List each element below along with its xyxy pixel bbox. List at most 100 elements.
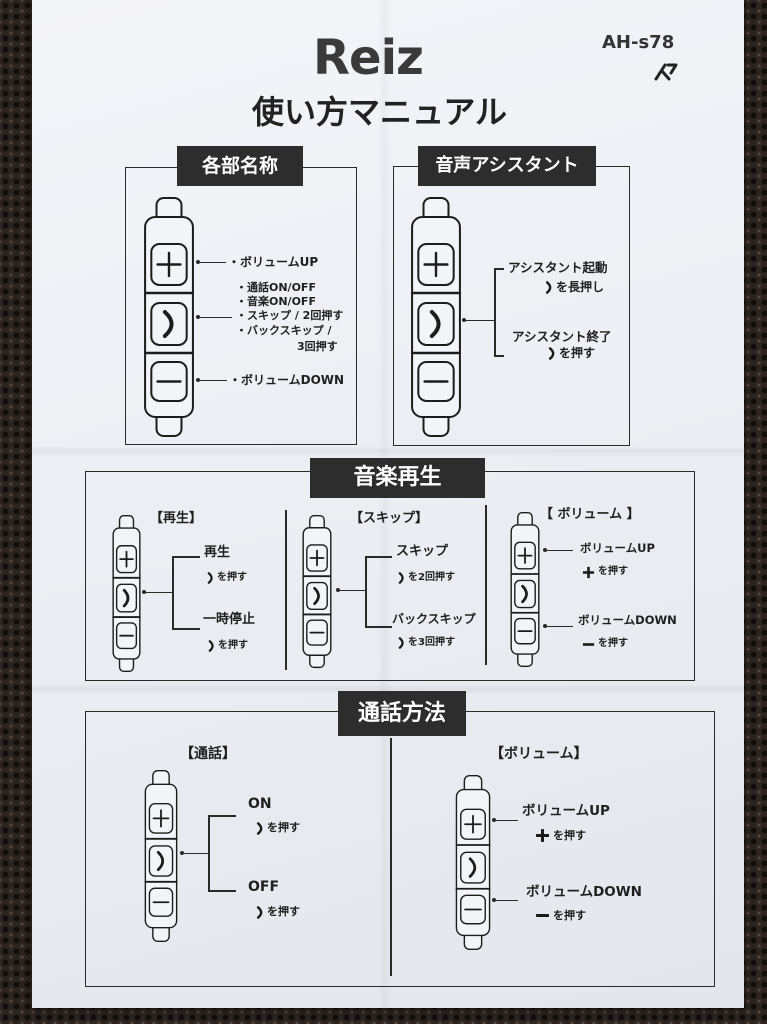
plus-icon [582,566,595,579]
assistant-start-instruction: を長押し [545,280,604,294]
bracket-line [208,815,236,817]
instruction-text: を押す [553,828,586,842]
plus-icon [465,816,481,833]
label-volume-down: ・ボリュームDOWN [229,373,345,387]
volume-up-button [307,545,327,571]
connector-dot [492,898,496,902]
volume-down-button [151,362,186,401]
bracket-line [172,556,200,558]
remote-diagram-parts [143,197,195,437]
volume-up-button [117,546,137,573]
bracket-line [494,268,504,270]
bracket-line [172,556,174,629]
volume-down-button [149,888,172,916]
remote-outline [302,515,332,668]
connector-line [495,819,518,821]
multifunction-button [307,583,327,610]
music-volume-up-instruction: を押す [582,565,628,579]
instruction-text: を2回押す [408,572,455,583]
instruction-text: を押す [559,346,596,360]
bracket-button-icon [315,588,319,603]
connector-line [199,379,227,381]
music-volume-down-instruction: を押す [582,637,628,651]
bracket-button-icon [470,859,475,877]
label-call: ・通話ON/OFF [236,281,316,294]
music-volume-up-label: ボリュームUP [580,541,655,555]
bracket-line [339,589,366,591]
manual-title: 使い方マニュアル [252,93,508,131]
volume-down-button [418,362,453,401]
connector-dot [196,315,200,319]
bracket-line [465,319,495,321]
bracket-line [208,890,236,892]
call-off-instruction: を押す [256,905,300,919]
plus-icon [425,253,448,276]
assistant-end-label: アシスタント終了 [512,329,612,344]
call-volume-down-label: ボリュームDOWN [526,884,642,900]
remote-outline [455,775,491,950]
button-frame [149,846,172,876]
button-frame [307,583,327,610]
instruction-text: を押す [598,566,628,577]
multifunction-button [151,303,186,345]
minus-icon [582,638,595,651]
remote-diagram-music-volume [510,512,540,667]
music-volume-down-label: ボリュームDOWN [578,613,677,627]
volume-up-button [151,244,186,285]
volume-up-button [515,542,535,568]
plus-icon [535,828,550,843]
plus-icon [120,552,133,567]
button-frame [515,580,535,607]
pause-label: 一時停止 [203,612,256,627]
volume-down-button [515,619,535,644]
column-divider [285,510,287,670]
multifunction-button-icon [398,572,405,584]
multifunction-button [515,580,535,607]
bracket-button-icon [124,590,128,606]
plus-icon [310,551,323,566]
talk-title: 【通話】 [180,746,236,762]
skip-instruction: を2回押す [398,571,455,585]
bracket-button-icon [165,312,172,336]
connector-dot [543,624,547,628]
label-skip: ・スキップ / 2回押す [236,309,344,322]
multifunction-button-icon [548,347,556,360]
assistant-start-label: アシスタント起動 [508,260,608,275]
bracket-line [183,852,209,854]
connector-dot [492,818,496,822]
remote-outline [144,770,178,942]
call-volume-up-label: ボリュームUP [522,803,610,819]
volume-up-button [461,809,485,839]
connector-dot [462,318,466,322]
connector-line [199,261,226,263]
remote-outline [510,512,540,667]
multifunction-button [418,303,453,345]
button-frame [151,303,186,345]
connector-dot [196,260,200,264]
button-frame [418,303,453,345]
call-volume-down-instruction: を押す [535,908,586,923]
parts-heading: 各部名称 [177,146,303,186]
plus-icon [158,253,181,276]
connector-dot [336,588,340,592]
instruction-text: を押す [267,821,300,834]
bracket-line [365,556,392,558]
bracket-line [494,355,504,357]
call-on-label: ON [248,796,272,812]
back-skip-instruction: を3回押す [398,636,455,650]
bracket-line [208,815,210,891]
instruction-text: を押す [267,905,300,918]
connector-dot [196,378,200,382]
call-off-label: OFF [248,879,280,895]
instruction-text: を押す [218,640,248,651]
brand-name: Reiz [313,30,424,86]
call-on-instruction: を押す [256,821,300,835]
bracket-button-icon [158,852,162,869]
remote-diagram-talk [144,770,178,942]
multifunction-button-icon [208,640,215,652]
multifunction-button [461,852,485,883]
remote-diagram-skip [302,515,332,668]
bracket-line [172,628,200,630]
remote-diagram-play [112,515,141,672]
play-label: 再生 [204,545,231,560]
